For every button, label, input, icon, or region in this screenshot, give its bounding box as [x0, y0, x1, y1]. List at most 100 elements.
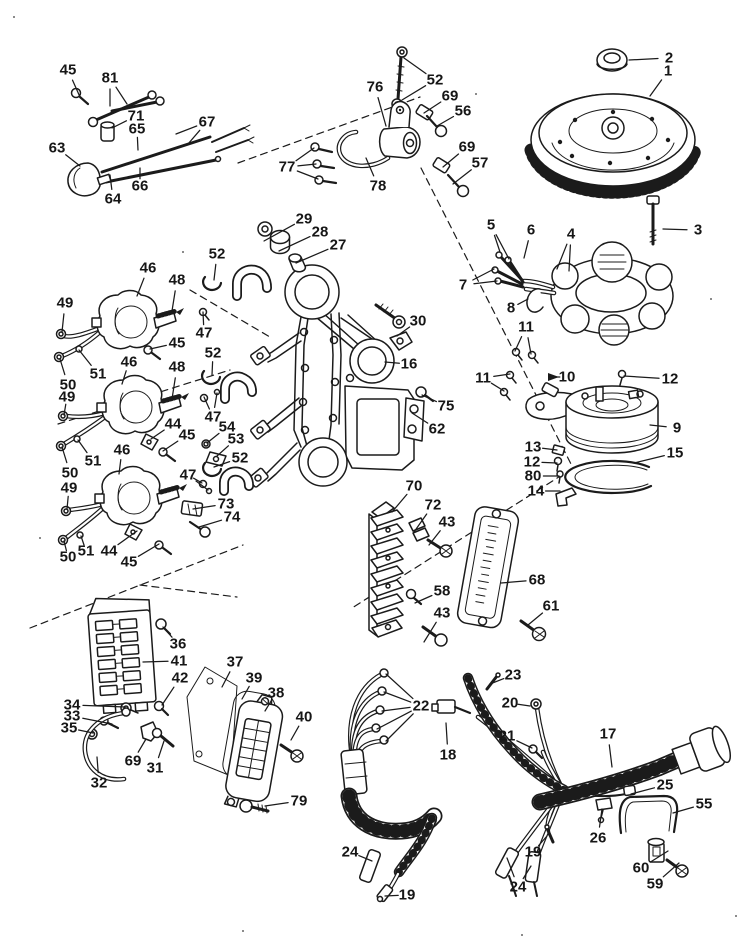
callout-50: 50 — [62, 465, 79, 482]
leader-line-46 — [136, 277, 145, 297]
leader-line-13 — [541, 447, 558, 451]
leader-line-22 — [376, 710, 412, 730]
leader-line-22 — [385, 713, 414, 742]
callout-47: 47 — [205, 409, 222, 426]
leader-line-52 — [213, 263, 217, 281]
leader-line-33 — [82, 717, 113, 725]
leader-line-73 — [192, 504, 216, 510]
leader-line-7 — [473, 280, 498, 285]
leader-line-12 — [541, 461, 558, 464]
callout-17: 17 — [600, 726, 617, 743]
callout-45: 45 — [179, 427, 196, 444]
leader-line-81 — [115, 86, 128, 105]
leader-line-31 — [157, 740, 165, 759]
leader-line-69 — [423, 101, 442, 114]
leader-line-30 — [396, 326, 411, 337]
main-harness — [431, 672, 732, 897]
callout-69: 69 — [442, 88, 459, 105]
leader-line-50 — [63, 540, 68, 552]
leader-line-49 — [61, 313, 65, 333]
leader-line-22 — [381, 706, 411, 712]
callout-42: 42 — [172, 670, 189, 687]
callout-44: 44 — [165, 416, 182, 433]
leader-line-51 — [78, 349, 92, 367]
callout-49: 49 — [59, 389, 76, 406]
callout-68: 68 — [529, 572, 546, 589]
callout-45: 45 — [121, 554, 138, 571]
callout-12: 12 — [524, 454, 541, 471]
throttle-linkage-group — [67, 87, 255, 197]
callout-18: 18 — [440, 747, 457, 764]
callout-15: 15 — [667, 445, 684, 462]
callout-52: 52 — [427, 72, 444, 89]
leader-line-62 — [411, 412, 429, 424]
leader-line-77 — [296, 170, 319, 180]
leader-line-38 — [264, 699, 273, 712]
callout-21: 21 — [499, 728, 516, 745]
leader-line-19 — [537, 835, 548, 847]
callout-65: 65 — [129, 121, 146, 138]
leader-line-71 — [111, 120, 128, 129]
leader-line-51 — [77, 439, 88, 454]
leader-line-65 — [136, 136, 139, 151]
callout-14: 14 — [528, 483, 545, 500]
leader-line-50 — [59, 358, 66, 376]
callout-45: 45 — [169, 335, 186, 352]
ignition-coil-2 — [55, 369, 257, 467]
trigger-assembly — [525, 382, 659, 454]
leader-line-35 — [77, 729, 94, 734]
leader-line-49 — [63, 403, 67, 416]
leader-line-55 — [672, 806, 695, 814]
callout-12: 12 — [662, 371, 679, 388]
leader-line-9 — [649, 424, 667, 428]
callout-71: 71 — [128, 108, 145, 125]
callout-46: 46 — [114, 442, 131, 459]
callout-47: 47 — [180, 467, 197, 484]
callout-52: 52 — [205, 345, 222, 362]
leader-line-77 — [295, 147, 315, 162]
callout-63: 63 — [49, 140, 66, 157]
callout-69: 69 — [459, 139, 476, 156]
callout-78: 78 — [370, 178, 387, 195]
callout-30: 30 — [410, 313, 427, 330]
ignition-coil-1 — [53, 264, 272, 363]
leader-line-4 — [568, 244, 572, 272]
callout-29: 29 — [296, 211, 313, 228]
leader-line-69 — [137, 738, 147, 753]
leader-line-43 — [423, 621, 437, 643]
callout-2: 2 — [665, 50, 673, 67]
spark-plug-harness — [340, 668, 443, 903]
leader-line-78 — [365, 157, 375, 177]
callout-32: 32 — [91, 775, 108, 792]
leader-line-79 — [264, 801, 289, 807]
leader-line-52 — [211, 361, 214, 376]
callout-24: 24 — [342, 844, 359, 861]
callout-75: 75 — [438, 398, 455, 415]
leader-line-11 — [514, 335, 523, 352]
callout-47: 47 — [196, 325, 213, 342]
leader-line-23 — [489, 677, 505, 685]
callout-52: 52 — [209, 246, 226, 263]
leader-line-48 — [171, 377, 176, 400]
callout-60: 60 — [633, 860, 650, 877]
callout-48: 48 — [169, 359, 186, 376]
callout-4: 4 — [567, 226, 576, 243]
callout-40: 40 — [296, 709, 313, 726]
leader-line-7 — [472, 268, 495, 281]
callout-19: 19 — [525, 844, 542, 861]
callout-39: 39 — [246, 670, 263, 687]
callout-5: 5 — [487, 217, 495, 234]
callout-43: 43 — [434, 605, 451, 622]
callout-38: 38 — [268, 685, 285, 702]
callout-58: 58 — [434, 583, 451, 600]
callout-59: 59 — [647, 876, 664, 893]
leader-line-5 — [493, 234, 501, 253]
leader-line-20 — [517, 703, 531, 707]
leader-line-67 — [187, 129, 201, 145]
leader-line-47 — [202, 311, 205, 326]
leader-line-41 — [142, 660, 169, 663]
callout-6: 6 — [527, 222, 535, 239]
